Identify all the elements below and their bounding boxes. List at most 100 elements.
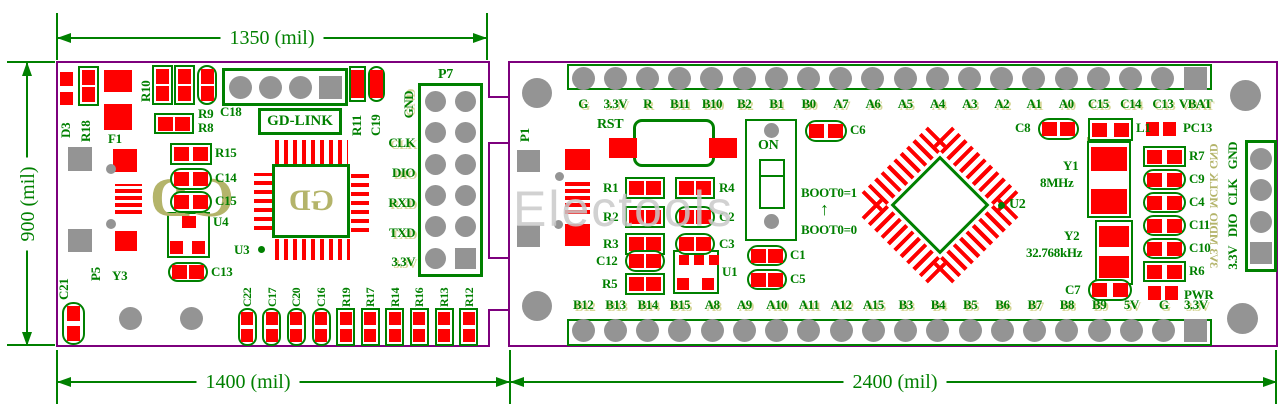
pin-label: B9 — [1092, 297, 1107, 312]
pin-cell: B14 — [632, 298, 664, 342]
pin-label: A11 — [798, 297, 820, 312]
usb-signal-pads — [115, 184, 142, 214]
pin-label: A12 — [830, 297, 852, 312]
y1-pad — [1091, 189, 1127, 214]
pin-pad — [732, 67, 756, 90]
c13-label: C13 — [211, 264, 233, 279]
p7-pad — [425, 216, 447, 238]
reset-button-pad — [609, 138, 637, 158]
bottom-row-cell: R19 — [333, 267, 358, 346]
top-pin-row: G 3.3V R B11 B10 B2 B1 B0 — [567, 64, 1213, 111]
pin-cell: B9 — [1083, 298, 1115, 342]
pin-pad — [861, 67, 885, 90]
d3-pad — [60, 72, 73, 86]
edge-header — [1245, 140, 1277, 272]
bottom-pin-row: B12 B13 B14 B15 A8 A9 A10 A11 — [567, 298, 1212, 342]
edge-pad — [1250, 179, 1272, 202]
p7-pad — [454, 247, 476, 269]
l1-label: L1 — [1136, 120, 1151, 135]
r18-pads — [78, 66, 99, 106]
pin-pad — [925, 67, 949, 90]
pc13-label: PC13 — [1183, 120, 1213, 135]
r10-label: R10 — [138, 80, 153, 103]
pin-label: A7 — [833, 96, 849, 111]
u4-pad — [170, 241, 183, 254]
pin-cell: B8 — [1051, 298, 1083, 342]
pin-label: B8 — [1059, 297, 1075, 312]
pin-pad — [732, 319, 756, 342]
pin-cell: B15 — [664, 298, 696, 342]
c12-label: C12 — [596, 253, 618, 268]
component-pads — [434, 308, 454, 346]
pin-pad — [700, 319, 724, 342]
dim-label-bottom-left: 1400 (mil) — [196, 372, 300, 392]
right-board-outline — [488, 61, 1278, 347]
r5-pads — [625, 273, 665, 295]
u1-pad — [679, 255, 689, 265]
c11-pads — [1143, 215, 1186, 236]
c12-pads — [625, 250, 665, 272]
f1-pad — [104, 104, 132, 130]
pin-pad — [1184, 319, 1208, 342]
dim-arrow — [496, 377, 510, 387]
pin-cell: G — [567, 64, 599, 110]
c15-pads — [170, 191, 212, 213]
r4-label: R4 — [719, 180, 735, 195]
pin-label: C15 — [1087, 96, 1109, 111]
usb-alignment-hole — [554, 220, 563, 229]
dim-arrow — [1263, 377, 1277, 387]
r2-label: R2 — [603, 209, 619, 224]
component-pads — [360, 308, 380, 346]
rst-label: RST — [597, 117, 624, 132]
on-label: ON — [758, 138, 779, 153]
p7-pin-label: RXD — [388, 194, 415, 210]
p7-pad — [454, 216, 476, 238]
u1-pad — [709, 255, 719, 265]
switch-pad — [764, 214, 779, 229]
usb-alignment-hole — [106, 164, 116, 174]
dim-arrow — [57, 33, 71, 43]
r4-pads — [675, 177, 715, 199]
y1-freq-label: 8MHz — [1040, 175, 1074, 190]
f1-label: F1 — [108, 131, 122, 146]
pin-pad — [1119, 319, 1143, 342]
u1-pad — [694, 255, 704, 265]
bottom-row-cell: R16 — [407, 267, 432, 346]
pin-label: B11 — [669, 96, 690, 111]
pin-label: A2 — [994, 96, 1010, 111]
component-pads — [385, 308, 405, 346]
r5-label: R5 — [602, 276, 618, 291]
pin-label: A3 — [962, 96, 977, 111]
pin-pad — [990, 67, 1014, 90]
r3-label: R3 — [603, 236, 619, 251]
pin-label: A6 — [865, 96, 881, 111]
edge-pin-label: GND — [1224, 142, 1240, 170]
pin-cell: 3.3V — [599, 64, 631, 110]
pin-pad — [764, 67, 788, 90]
boot0-0-label: BOOT0=0 — [801, 222, 857, 237]
r7-pads — [1143, 146, 1186, 167]
u1-label: U1 — [722, 264, 738, 279]
c9-label: C9 — [1189, 171, 1205, 186]
component-label: C20 — [289, 287, 304, 307]
component-label: C17 — [264, 287, 279, 307]
pin-label: B12 — [573, 297, 594, 312]
pin-cell: A10 — [761, 298, 793, 342]
p7-pin-label: 3.3V — [391, 254, 415, 270]
gd-link-title-box: GD-LINK — [258, 108, 342, 135]
l1-pads — [1088, 118, 1133, 141]
u3-pins-left — [254, 173, 272, 230]
bottom-row-cell: C20 — [284, 267, 309, 346]
edge-pin-label: CLK — [1224, 178, 1240, 206]
p7-pin-label: DIO — [391, 164, 416, 180]
pin-label: 5V — [1123, 297, 1139, 312]
y2-freq-label: 32.768kHz — [1026, 245, 1083, 260]
pin-cell: A15 — [857, 298, 889, 342]
pin-pad — [926, 319, 950, 342]
gd-logo-mirrored: GD — [288, 184, 334, 217]
c10-pads — [1143, 238, 1186, 259]
pin-label: B10 — [701, 96, 723, 111]
pin-label: C14 — [1120, 96, 1141, 111]
pin-pad — [571, 319, 595, 342]
